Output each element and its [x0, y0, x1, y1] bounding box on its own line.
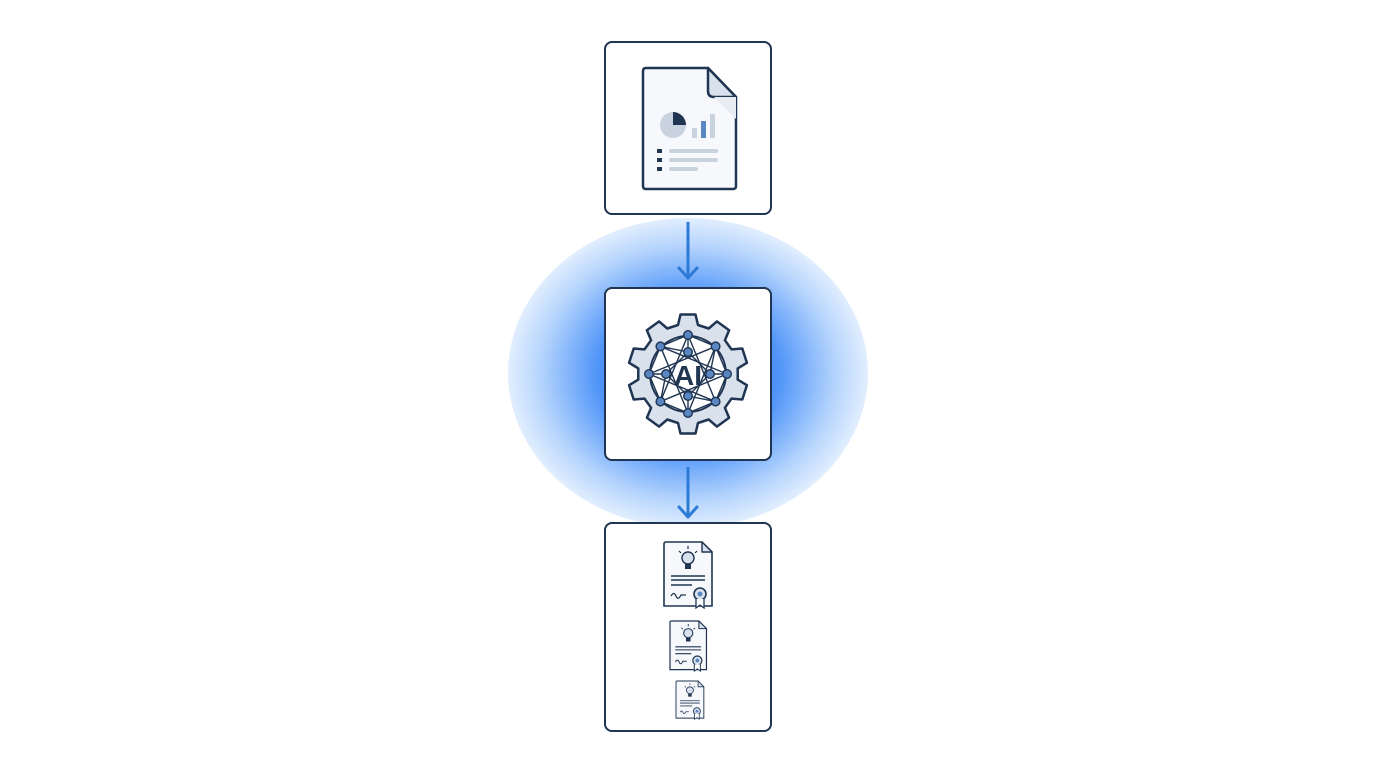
network-node: [682, 330, 693, 341]
arrow-input-to-process: [677, 222, 699, 280]
network-node: [644, 368, 655, 379]
ai-gear-icon: AI: [627, 313, 749, 435]
network-node: [682, 347, 693, 358]
certificate-documents-icon: [663, 541, 713, 720]
network-node: [655, 396, 666, 407]
network-node: [661, 368, 672, 379]
ai-label: AI: [674, 360, 702, 391]
network-node: [682, 407, 693, 418]
output-node: [604, 522, 772, 732]
report-document-icon: [641, 66, 738, 191]
network-node: [710, 396, 721, 407]
network-node: [655, 341, 666, 352]
network-node: [710, 341, 721, 352]
network-node: [682, 390, 693, 401]
arrow-process-to-output: [677, 467, 699, 519]
network-node: [704, 368, 715, 379]
process-node: AI: [604, 287, 772, 461]
network-node: [721, 368, 732, 379]
input-node: [604, 41, 772, 215]
